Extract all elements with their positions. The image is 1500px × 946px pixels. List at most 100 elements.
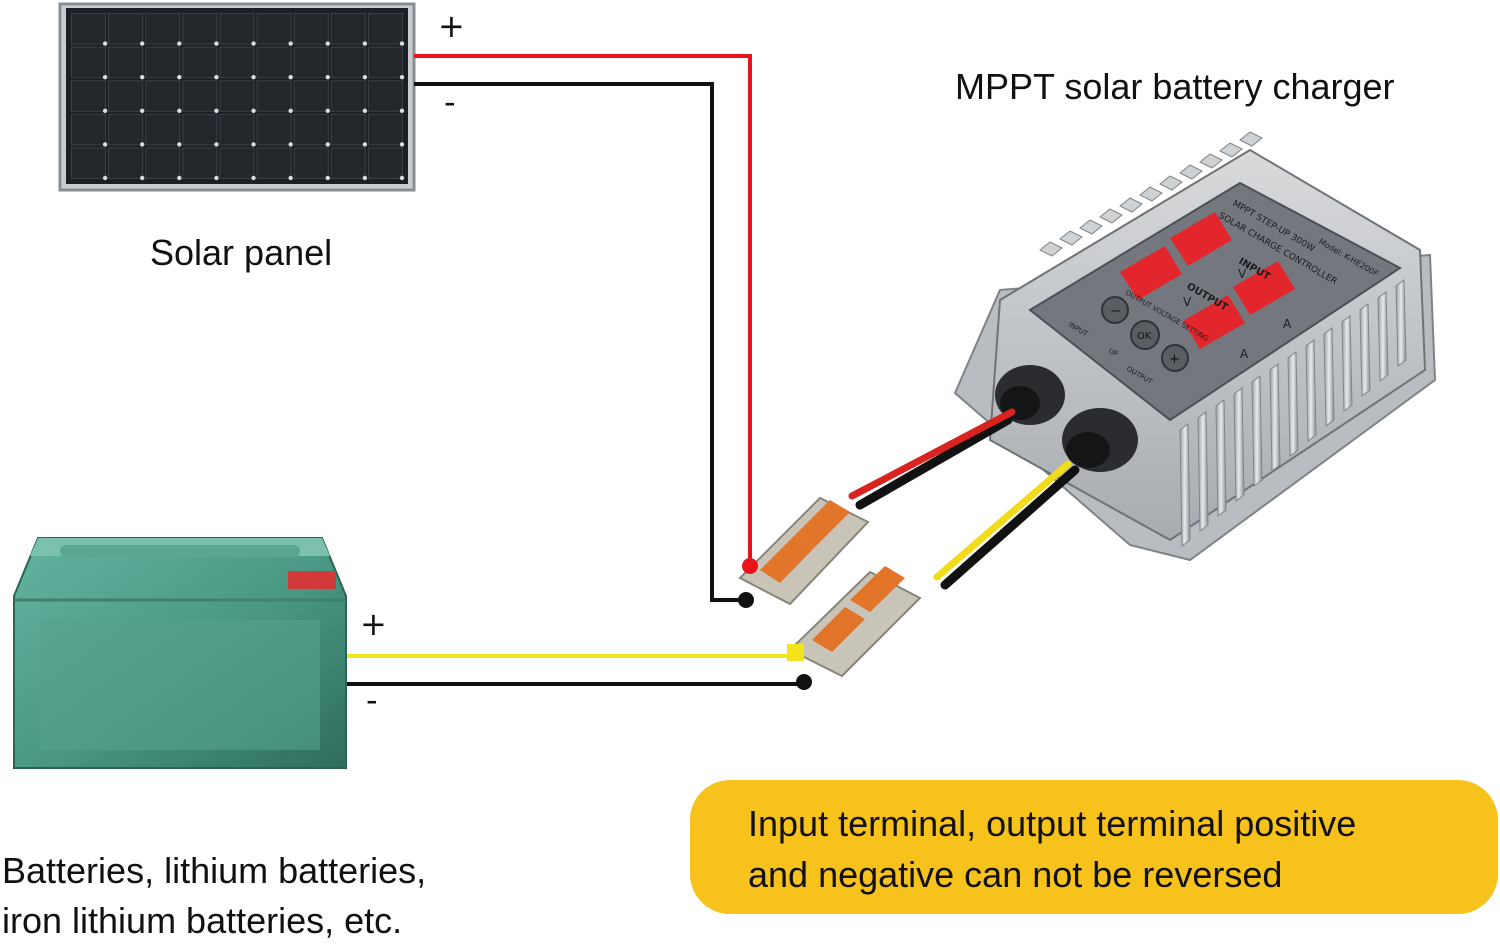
battery-plus-sign: +: [360, 605, 387, 643]
solar-cell: [367, 46, 403, 79]
heatsink-fin: [1377, 291, 1389, 382]
input-connector: [738, 496, 870, 606]
panel-negative-wire: [414, 82, 745, 602]
solar-cell: [293, 46, 329, 79]
solar-cell-contact: [325, 175, 330, 181]
battery-label-line1: Batteries, lithium batteries,: [2, 850, 427, 891]
solar-cell-contact: [214, 108, 219, 114]
solar-cell: [367, 80, 403, 112]
solar-cell-contact: [399, 41, 405, 46]
warning-line1: Input terminal, output terminal positive: [748, 803, 1357, 844]
output-voltage-unit: V: [1183, 295, 1192, 309]
heatsink-fin: [1215, 399, 1227, 517]
heatsink-fin: [1139, 186, 1163, 202]
heatsink-fin: [1099, 208, 1123, 224]
solar-cell: [256, 113, 292, 146]
solar-cell-contact: [325, 142, 330, 147]
solar-cell: [367, 147, 403, 179]
warning-callout: Input terminal, output terminal positive…: [690, 780, 1498, 914]
solar-panel-label: Solar panel: [150, 232, 333, 273]
solar-cell-contact: [288, 41, 293, 46]
solar-cell-contact: [362, 41, 368, 46]
solar-cell-contact: [288, 108, 293, 114]
charger-label: MPPT solar battery charger: [955, 66, 1395, 107]
heatsink-fin: [1269, 363, 1281, 472]
solar-cell: [145, 113, 181, 146]
heatsink-fin: [1039, 241, 1063, 257]
solar-cell-contact: [399, 142, 405, 147]
output-current-display: [1183, 295, 1245, 349]
solar-cell-contact: [214, 41, 219, 46]
input-current-display: [1233, 261, 1295, 315]
solar-cell-contact: [177, 75, 182, 80]
solar-cell: [256, 13, 292, 45]
solar-cell: [293, 80, 329, 112]
plus-button-label: +: [1169, 352, 1180, 367]
panel-negative-terminal-dot: [738, 592, 754, 608]
solar-cell: [182, 80, 218, 112]
input-voltage-unit: V: [1238, 267, 1247, 281]
battery-label: Batteries, lithium batteries, iron lithi…: [2, 846, 522, 946]
solar-cell-contact: [140, 75, 145, 80]
solar-cell: [108, 80, 144, 112]
solar-cell-contact: [251, 41, 256, 46]
heatsink-fin: [1287, 351, 1299, 457]
plus-button: [1161, 344, 1189, 372]
solar-cell: [182, 13, 218, 45]
solar-cell-contact: [399, 75, 405, 80]
solar-cell-contact: [362, 175, 368, 181]
heatsink-fin: [1359, 303, 1371, 397]
heatsink-fin: [1341, 315, 1353, 412]
heatsink-fin: [1159, 175, 1183, 191]
heatsink-fin: [1079, 219, 1103, 235]
heatsink-fin: [1219, 142, 1243, 158]
solar-cell: [145, 147, 181, 179]
heatsink-fin: [1233, 387, 1245, 502]
solar-cell-contact: [177, 142, 182, 147]
solar-cell-contact: [362, 75, 368, 80]
solar-cell-contact: [325, 75, 330, 80]
battery-positive-terminal-dot: [787, 644, 804, 661]
solar-panel: [58, 2, 416, 192]
heatsink-fin: [1059, 230, 1083, 246]
warning-text: Input terminal, output terminal positive…: [748, 798, 1488, 900]
solar-cell-contact: [102, 175, 108, 181]
solar-cell: [219, 46, 255, 79]
solar-cell-contact: [214, 75, 219, 80]
heatsink-fin: [1197, 411, 1209, 532]
battery-minus-sign: -: [366, 681, 378, 719]
solar-cell-contact: [102, 108, 108, 114]
panel-plus-sign: +: [438, 7, 465, 45]
solar-cell: [145, 80, 181, 112]
battery-label-line2: iron lithium batteries, etc.: [2, 900, 403, 941]
mppt-charger-device: MPPT STEP-UP 300W SOLAR CHARGE CONTROLLE…: [848, 131, 1437, 590]
solar-cell: [108, 13, 144, 45]
solar-cell: [330, 46, 366, 79]
solar-cell: [367, 113, 403, 146]
solar-cell: [219, 13, 255, 45]
solar-cell-contact: [177, 108, 182, 114]
solar-cell-contact: [140, 142, 145, 147]
solar-cell: [256, 147, 292, 179]
heatsink-fin: [1119, 197, 1143, 213]
solar-cell-contact: [102, 142, 108, 147]
solar-cell: [330, 80, 366, 112]
solar-cell: [145, 13, 181, 45]
solar-cell: [293, 147, 329, 179]
input-current-unit: A: [1283, 317, 1292, 331]
solar-cell-contact: [140, 175, 145, 181]
solar-cell-contact: [177, 175, 182, 181]
solar-cell: [219, 147, 255, 179]
battery-negative-terminal-dot: [796, 674, 812, 690]
solar-cell: [145, 46, 181, 79]
solar-cell: [108, 113, 144, 146]
solar-cell: [182, 113, 218, 146]
solar-cell: [256, 80, 292, 112]
solar-cell: [293, 13, 329, 45]
solar-cell: [71, 113, 107, 146]
solar-cell: [71, 13, 107, 45]
solar-cell-contact: [214, 142, 219, 147]
input-voltage-display: [1170, 212, 1232, 266]
heatsink-fin: [1239, 131, 1263, 147]
